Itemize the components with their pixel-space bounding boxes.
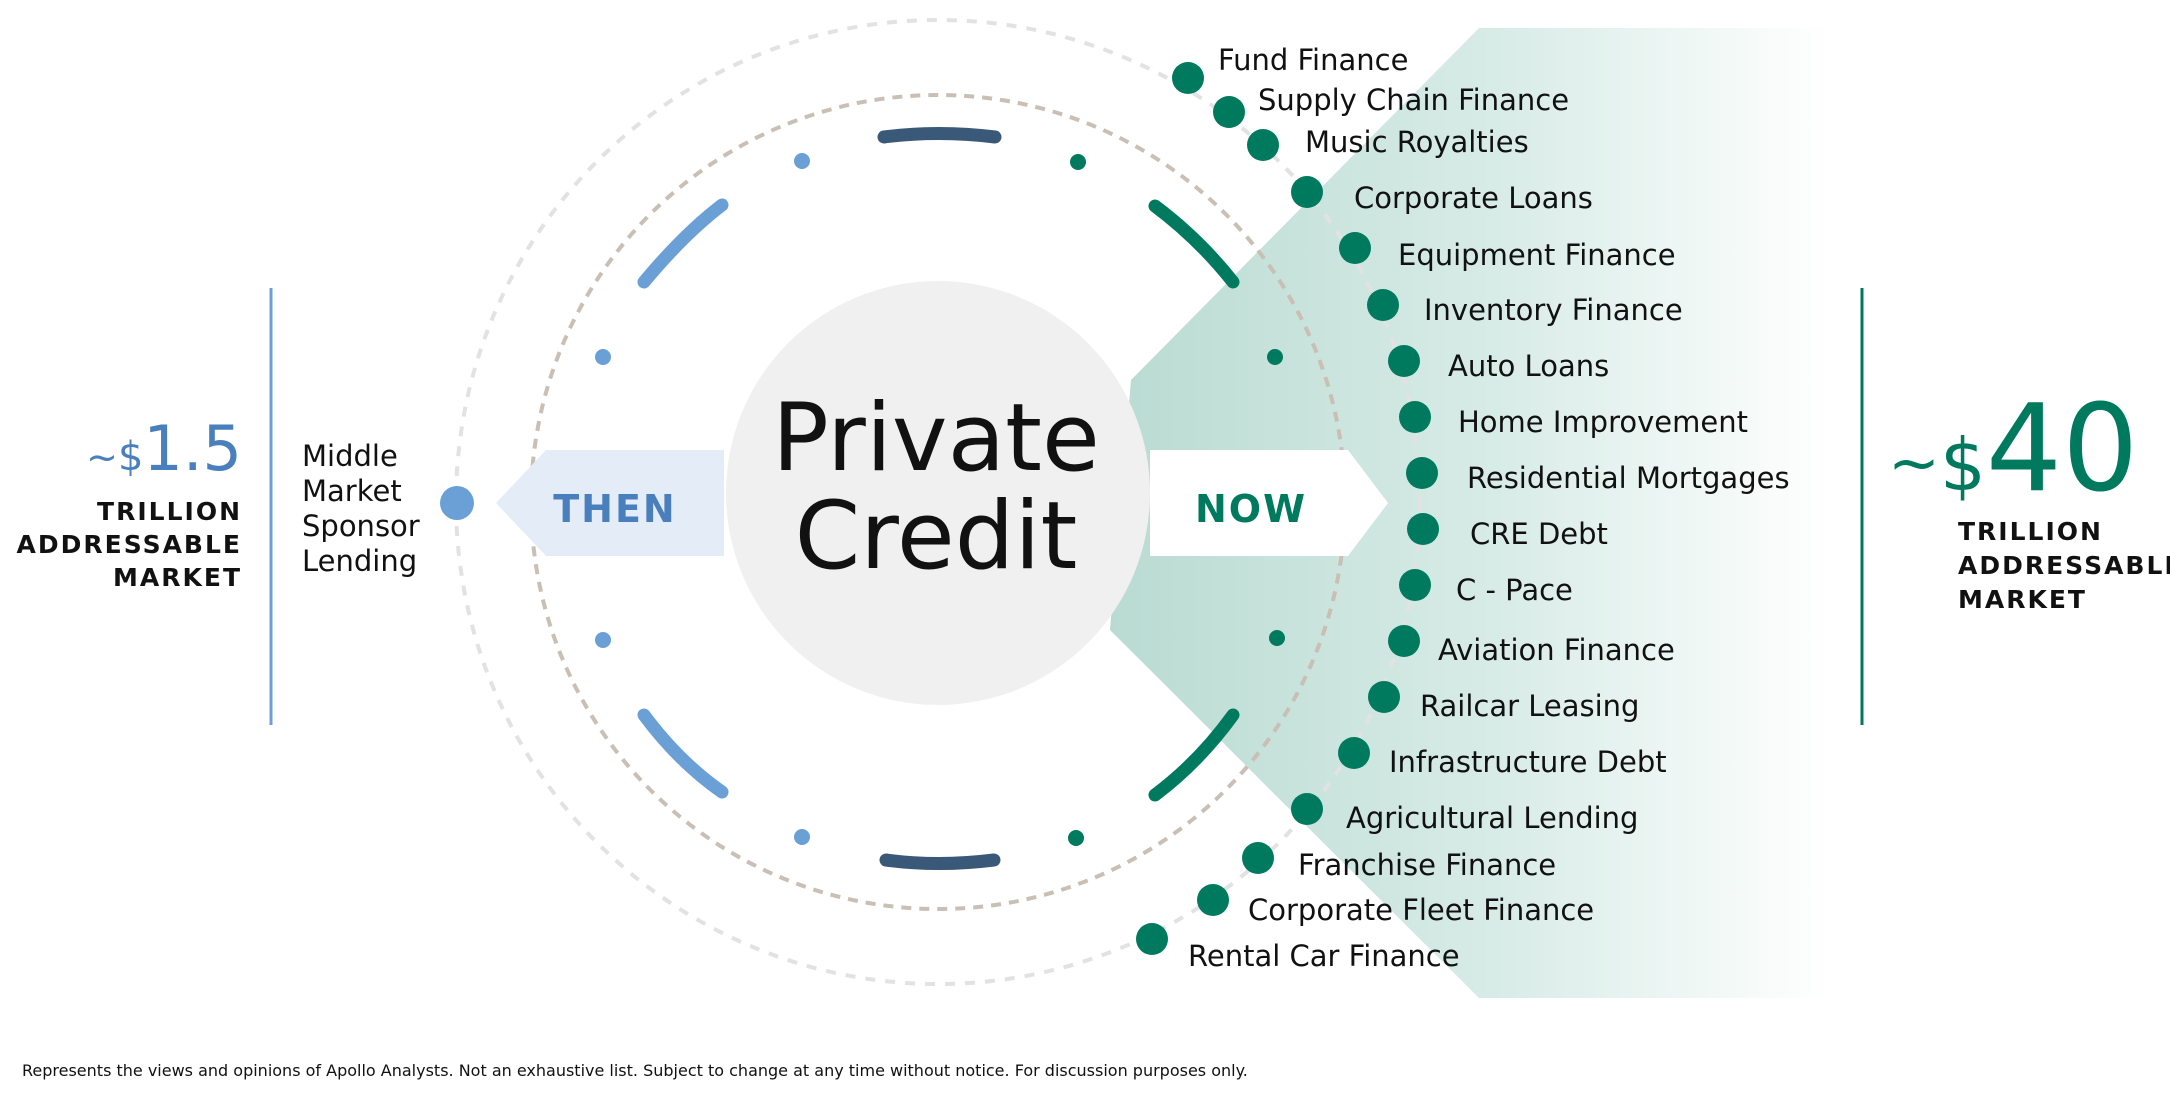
now-item-label: C - Pace: [1456, 573, 1573, 607]
ring-dot: [1068, 830, 1084, 846]
now-label: NOW: [1195, 487, 1307, 531]
ring-dot: [1070, 154, 1086, 170]
now-item-dot: [1339, 232, 1371, 264]
now-item-dot: [1406, 457, 1438, 489]
now-item-label: Corporate Loans: [1354, 181, 1593, 215]
now-item-label: Home Improvement: [1458, 405, 1748, 439]
then-arrow: [496, 450, 724, 556]
now-item-dot: [1368, 681, 1400, 713]
now-item-dot: [1247, 129, 1279, 161]
now-market-line3: MARKET: [1958, 585, 2087, 614]
ring-dot: [1267, 349, 1283, 365]
now-background-shape: [1110, 28, 1830, 998]
ring-dot: [794, 153, 810, 169]
center-circle: [726, 281, 1150, 705]
outer-dashed-ring: [454, 18, 1422, 986]
then-item-line2: Market: [302, 474, 402, 508]
now-item-label: Equipment Finance: [1398, 238, 1676, 272]
now-item-label: Auto Loans: [1448, 349, 1609, 383]
then-label: THEN: [553, 487, 676, 531]
ring-dot: [1269, 630, 1285, 646]
ring-dot: [794, 829, 810, 845]
footnote: Represents the views and opinions of Apo…: [22, 1061, 1248, 1080]
then-marker-dot: [440, 486, 474, 520]
then-item-line1: Middle: [302, 439, 398, 473]
now-item-label: Aviation Finance: [1438, 633, 1675, 667]
now-item-label: CRE Debt: [1470, 517, 1608, 551]
now-item-dot: [1197, 884, 1229, 916]
now-item-dot: [1388, 345, 1420, 377]
ring-segment-upper-right: [1148, 199, 1240, 289]
now-item-dot: [1291, 793, 1323, 825]
now-item-label: Franchise Finance: [1298, 848, 1556, 882]
now-amount: ~$40: [1888, 380, 2138, 519]
then-amount: ~$1.5: [86, 412, 242, 485]
now-item-dot: [1388, 625, 1420, 657]
now-item-dot: [1291, 176, 1323, 208]
center-title-line1: Private: [772, 384, 1100, 493]
ring-dot: [595, 349, 611, 365]
then-market-line2: ADDRESSABLE: [17, 530, 242, 559]
now-item-dot: [1367, 289, 1399, 321]
now-item-label: Rental Car Finance: [1188, 939, 1460, 973]
now-item-label: Railcar Leasing: [1420, 689, 1639, 723]
now-item-dot: [1242, 842, 1274, 874]
then-market-line1: TRILLION: [97, 497, 242, 526]
now-item-label: Inventory Finance: [1424, 293, 1683, 327]
now-arrow: [1150, 450, 1388, 556]
then-item-line4: Lending: [302, 544, 417, 578]
now-item-label: Supply Chain Finance: [1258, 83, 1569, 117]
now-item-label: Residential Mortgages: [1467, 461, 1790, 495]
then-market-line3: MARKET: [113, 563, 242, 592]
center-title-line2: Credit: [795, 482, 1078, 591]
now-item-dot: [1136, 923, 1168, 955]
ring-segment-lower-left: [637, 708, 729, 799]
now-item-dot: [1338, 737, 1370, 769]
now-item-label: Corporate Fleet Finance: [1248, 893, 1594, 927]
now-market-line1: TRILLION: [1958, 517, 2103, 546]
now-item-label: Infrastructure Debt: [1389, 745, 1667, 779]
now-market-line2: ADDRESSABLE: [1958, 551, 2170, 580]
now-item-dot: [1407, 513, 1439, 545]
ring-segment-bottom: [879, 853, 1001, 870]
now-item-label: Agricultural Lending: [1346, 801, 1638, 835]
now-item-dot: [1213, 96, 1245, 128]
then-item-line3: Sponsor: [302, 509, 420, 543]
now-item-label: Music Royalties: [1305, 125, 1529, 159]
now-item-dot: [1172, 62, 1204, 94]
ring-dot: [595, 632, 611, 648]
now-item-dot: [1399, 569, 1431, 601]
ring-segment-lower-right: [1148, 708, 1240, 802]
ring-segment-top: [877, 127, 1002, 144]
now-item-label: Fund Finance: [1218, 43, 1408, 77]
now-item-dot: [1399, 401, 1431, 433]
ring-segment-upper-left: [637, 198, 729, 289]
